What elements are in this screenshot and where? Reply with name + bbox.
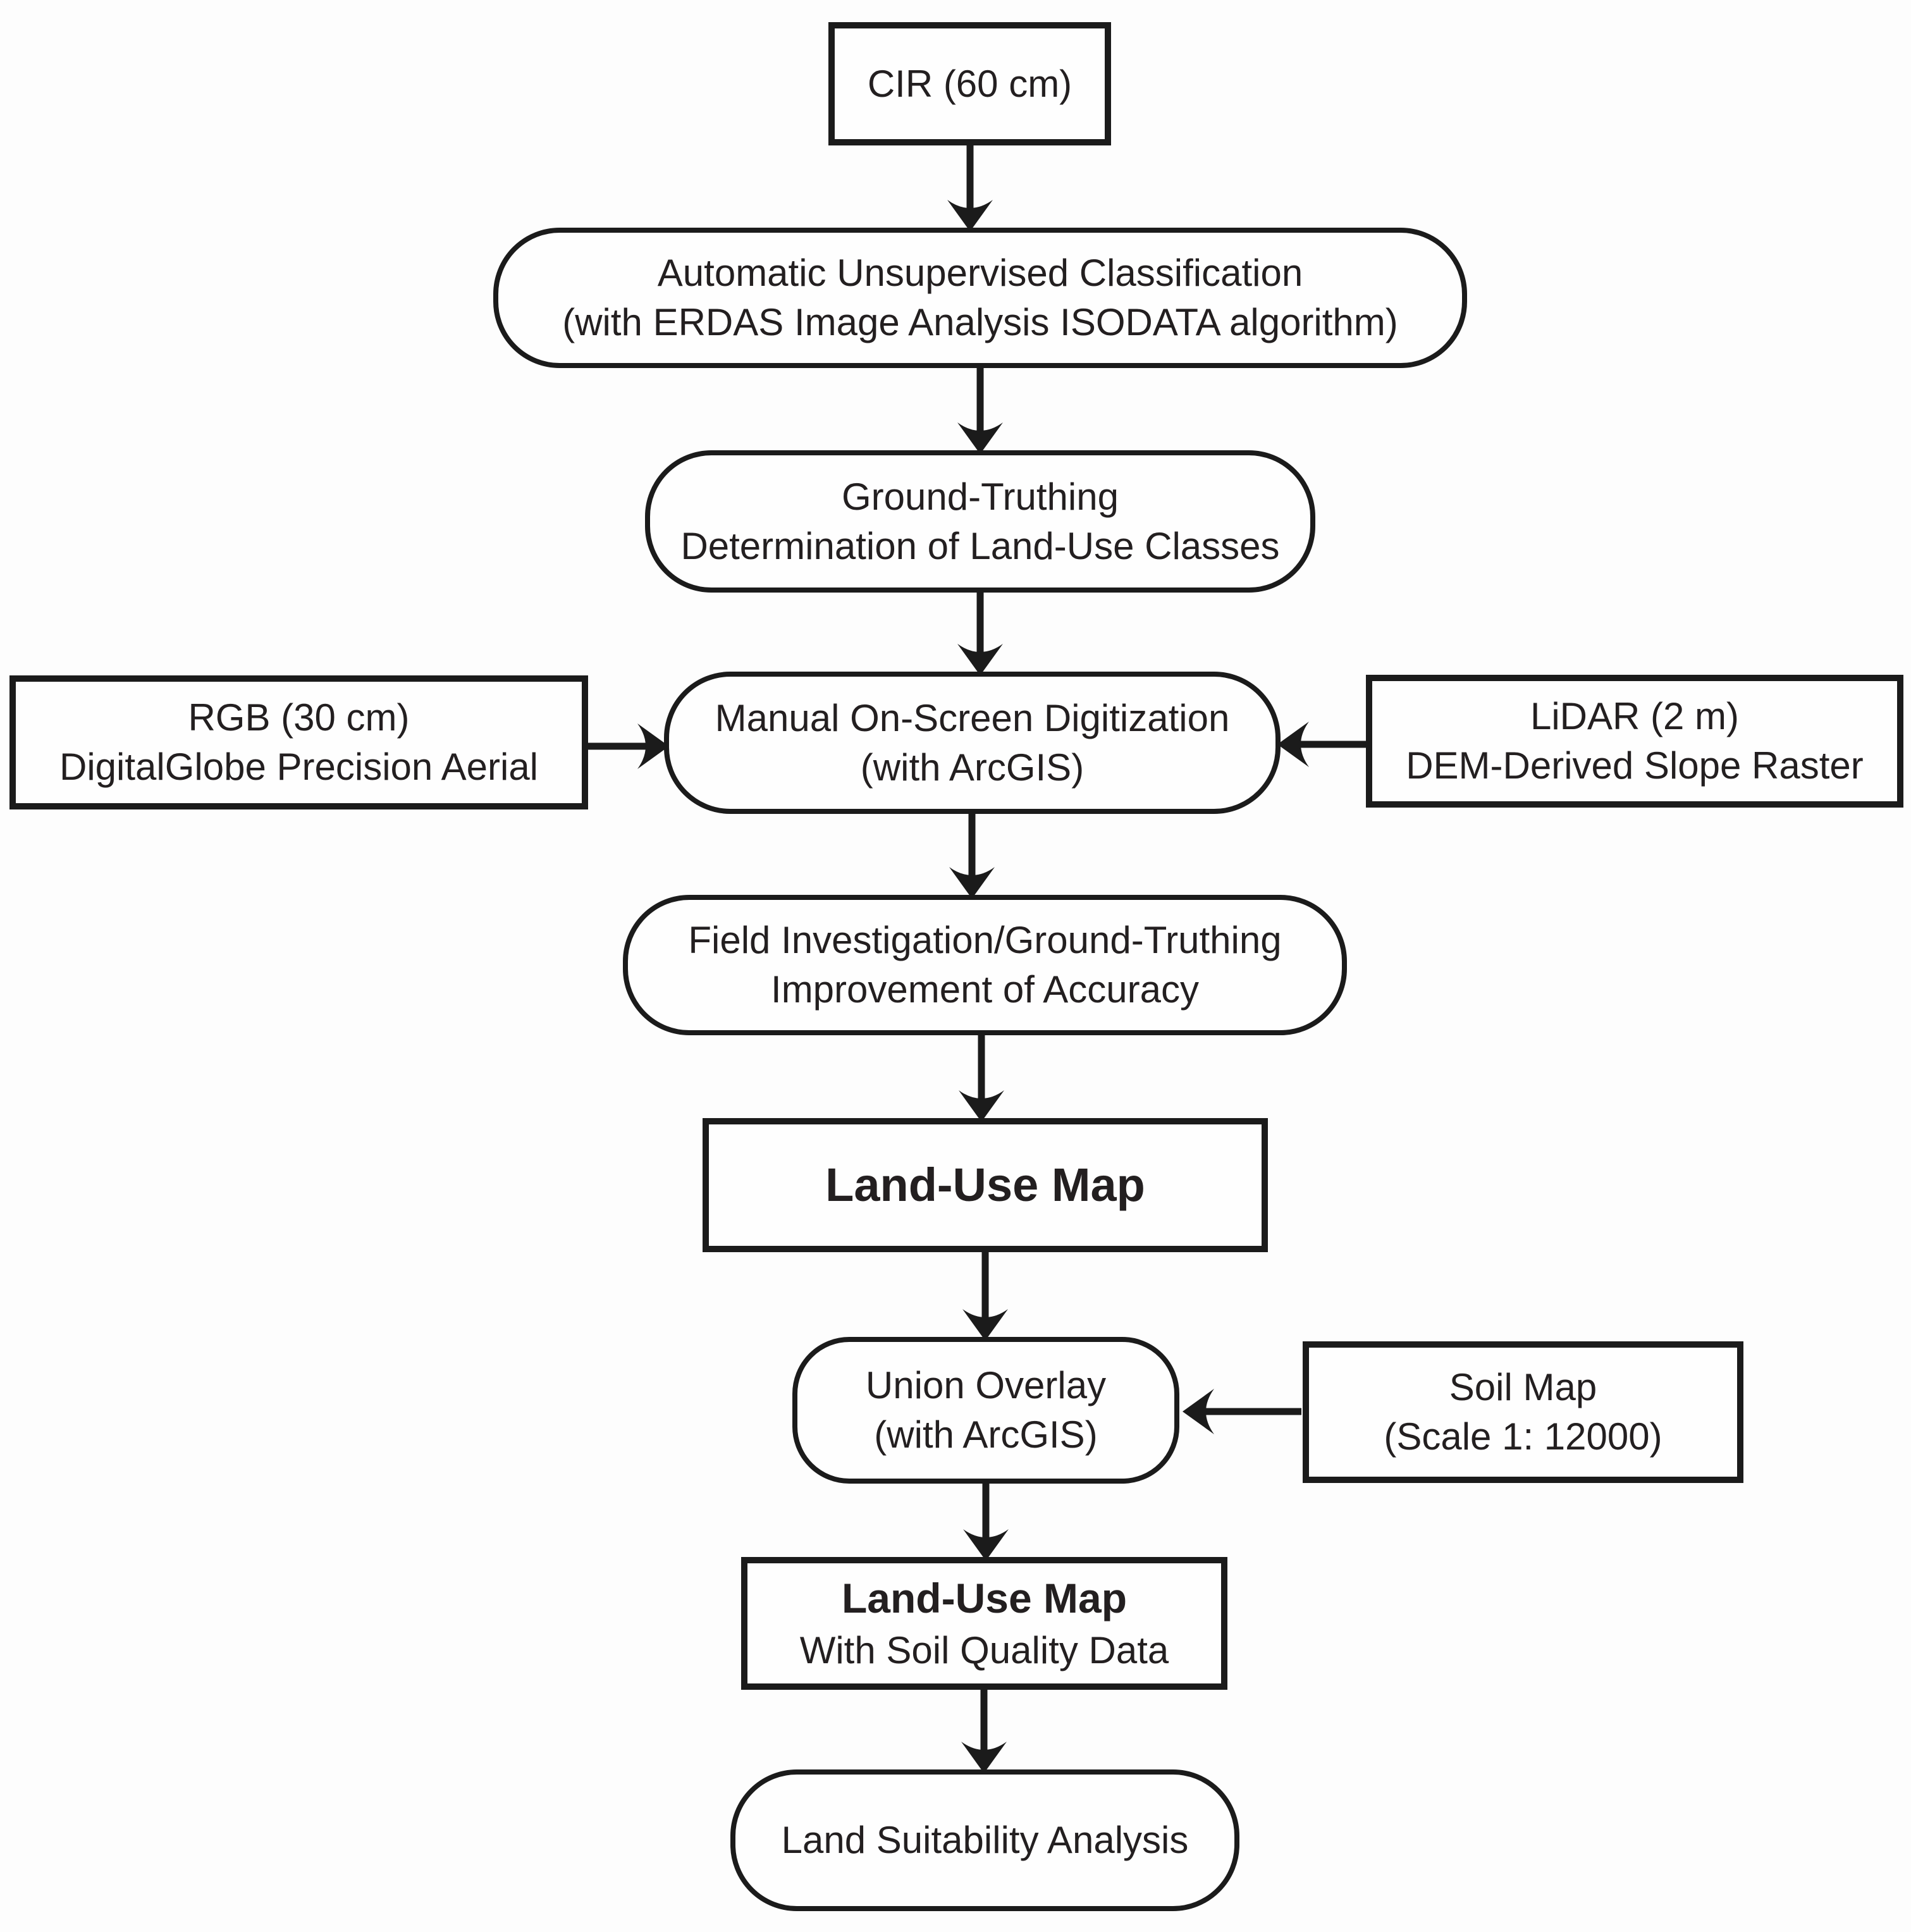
node-classification: Automatic Unsupervised Classification (w… bbox=[493, 228, 1467, 368]
node-classification-line1: Automatic Unsupervised Classification bbox=[657, 252, 1303, 294]
node-cir: CIR (60 cm) bbox=[828, 22, 1111, 145]
arrow-land-use-map-soil-to-land-suitability bbox=[961, 1687, 1007, 1773]
node-ground-truthing-line2: Determination of Land-Use Classes bbox=[680, 524, 1280, 567]
arrow-digitization-to-field-investigation bbox=[949, 811, 995, 899]
node-field-investigation-line1: Field Investigation/Ground-Truthing bbox=[688, 919, 1282, 961]
node-land-use-map: Land-Use Map bbox=[703, 1118, 1268, 1252]
node-lidar-line2: DEM-Derived Slope Raster bbox=[1406, 744, 1864, 787]
arrow-ground-truthing-to-digitization bbox=[957, 590, 1003, 675]
node-digitization-line1: Manual On-Screen Digitization bbox=[715, 696, 1230, 739]
node-soil-map: Soil Map (Scale 1: 12000) bbox=[1303, 1341, 1743, 1483]
node-rgb-line1: RGB (30 cm) bbox=[188, 696, 410, 739]
node-ground-truthing-line1: Ground-Truthing bbox=[842, 475, 1119, 518]
node-classification-line2: (with ERDAS Image Analysis ISODATA algor… bbox=[562, 301, 1398, 343]
node-union-overlay: Union Overlay (with ArcGIS) bbox=[792, 1337, 1179, 1484]
node-soil-map-line2: (Scale 1: 12000) bbox=[1384, 1415, 1662, 1458]
node-field-investigation: Field Investigation/Ground-Truthing Impr… bbox=[623, 895, 1347, 1035]
node-rgb: RGB (30 cm) DigitalGlobe Precision Aeria… bbox=[9, 675, 588, 809]
node-union-overlay-line2: (with ArcGIS) bbox=[874, 1413, 1098, 1456]
node-land-use-map-label: Land-Use Map bbox=[825, 1158, 1145, 1211]
node-digitization: Manual On-Screen Digitization (with ArcG… bbox=[664, 672, 1281, 814]
arrow-land-use-map-to-union-overlay bbox=[962, 1250, 1008, 1341]
arrow-rgb-to-digitization bbox=[587, 723, 669, 769]
node-land-use-map-soil-line2: With Soil Quality Data bbox=[799, 1628, 1169, 1671]
node-soil-map-line1: Soil Map bbox=[1449, 1366, 1597, 1408]
node-land-suitability-label: Land Suitability Analysis bbox=[781, 1819, 1189, 1861]
node-cir-label: CIR (60 cm) bbox=[867, 62, 1072, 105]
node-lidar-line1: LiDAR (2 m) bbox=[1530, 695, 1740, 737]
node-ground-truthing: Ground-Truthing Determination of Land-Us… bbox=[645, 450, 1315, 593]
arrow-cir-to-classification bbox=[947, 143, 993, 231]
node-union-overlay-line1: Union Overlay bbox=[865, 1364, 1107, 1406]
node-digitization-line2: (with ArcGIS) bbox=[860, 746, 1085, 789]
arrow-classification-to-ground-truthing bbox=[957, 366, 1003, 454]
node-lidar: LiDAR (2 m) DEM-Derived Slope Raster bbox=[1366, 675, 1903, 808]
node-land-use-map-soil-line1: Land-Use Map bbox=[841, 1575, 1128, 1622]
arrow-lidar-to-digitization bbox=[1277, 722, 1367, 767]
arrow-soil-map-to-union-overlay bbox=[1183, 1389, 1301, 1434]
node-land-suitability: Land Suitability Analysis bbox=[730, 1769, 1239, 1911]
node-field-investigation-line2: Improvement of Accuracy bbox=[771, 968, 1199, 1011]
node-rgb-line2: DigitalGlobe Precision Aerial bbox=[59, 746, 539, 788]
arrow-field-investigation-to-land-use-map bbox=[959, 1033, 1004, 1122]
arrow-union-overlay-to-land-use-map-soil bbox=[963, 1481, 1009, 1561]
node-land-use-map-soil: Land-Use Map With Soil Quality Data bbox=[741, 1557, 1227, 1690]
